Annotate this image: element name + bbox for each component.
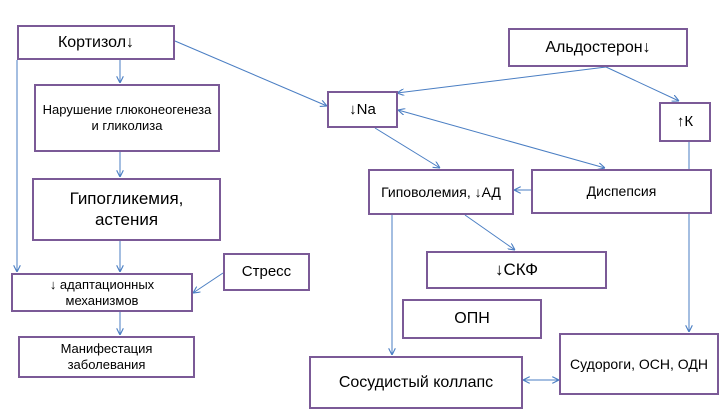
node-cortisol: Кортизол↓: [17, 25, 175, 60]
node-stress: Стресс: [223, 253, 310, 291]
node-dyspepsia: Диспепсия: [531, 169, 712, 214]
arrow-aldosterone-to-potassium: [605, 66, 679, 101]
node-arf: ОПН: [402, 299, 542, 339]
node-aldosterone: Альдостерон↓: [508, 28, 688, 67]
node-adaptation: ↓ адаптационных механизмов: [11, 273, 193, 312]
node-hypovolemia: Гиповолемия, ↓АД: [368, 169, 514, 215]
node-collapse: Сосудистый коллапс: [309, 356, 523, 409]
arrow-sodium-to-hypovolemia: [374, 127, 440, 168]
arrow-stress-to-adaptation: [193, 272, 224, 293]
node-gfr: ↓СКФ: [426, 251, 607, 289]
node-seizures: Судороги, ОСН, ОДН: [559, 333, 719, 395]
node-manifestation: Манифестация заболевания: [18, 336, 195, 378]
node-potassium: ↑К: [659, 102, 711, 142]
node-hypoglycemia: Гипогликемия, астения: [32, 178, 221, 241]
arrow-cortisol-to-sodium: [174, 40, 327, 106]
node-sodium: ↓Na: [327, 91, 398, 128]
arrow-sodium-dyspepsia: [398, 110, 605, 168]
arrow-aldosterone-to-sodium: [397, 66, 607, 93]
arrow-hypovolemia-to-gfr: [464, 214, 515, 250]
node-glucose-disorder: Нарушение глюконеогенеза и гликолиза: [34, 84, 220, 152]
